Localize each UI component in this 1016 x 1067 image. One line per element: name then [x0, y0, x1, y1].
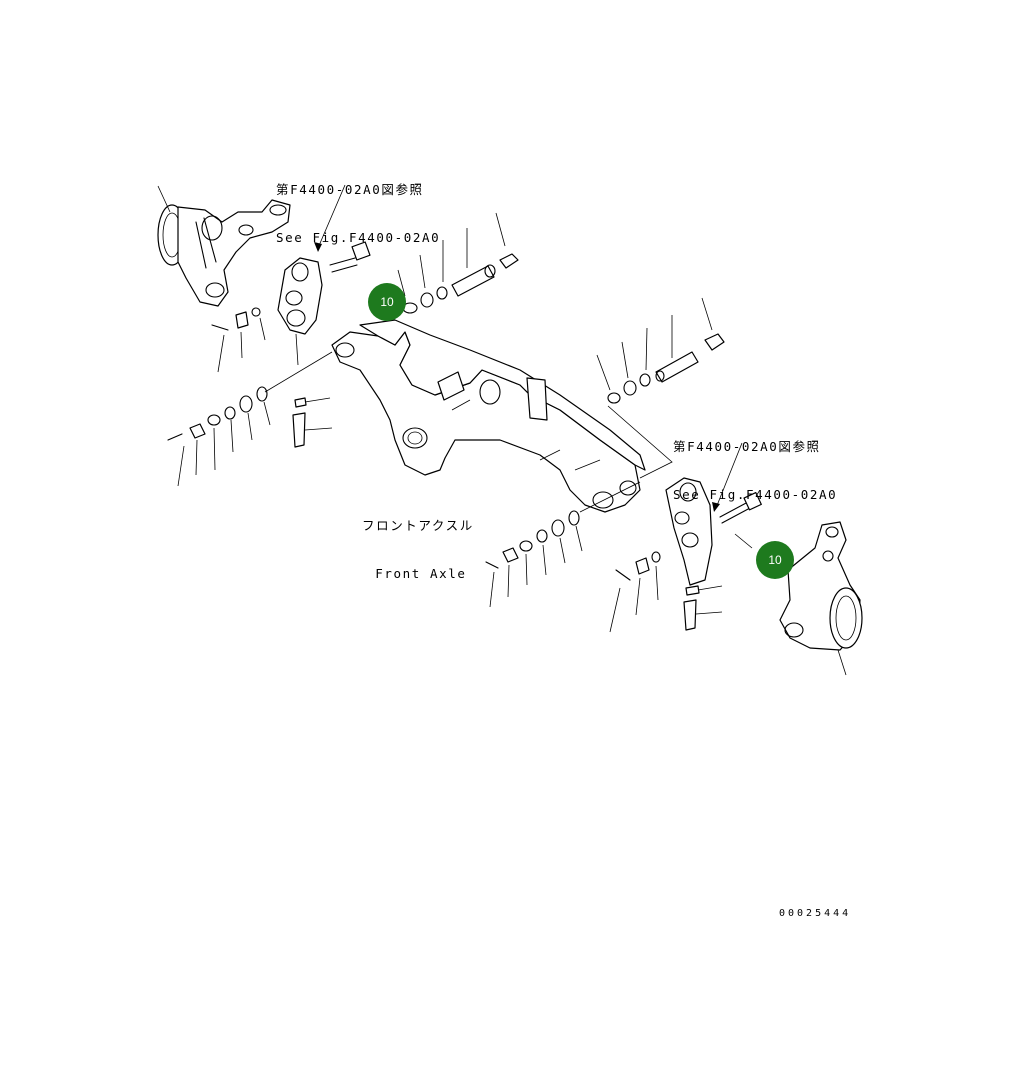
left-steering-knuckle	[157, 185, 291, 307]
reference-note-1-en: See Fig.F4400-02A0	[276, 230, 441, 245]
reference-note-2-jp: 第F4400-02A0図参照	[673, 439, 821, 454]
front-axle-label: フロントアクスル Front Axle	[362, 486, 474, 614]
lower-right-pin-set	[485, 481, 661, 633]
reference-note-1-jp: 第F4400-02A0図参照	[276, 182, 424, 197]
front-axle-beam	[331, 319, 646, 513]
front-axle-label-en: Front Axle	[375, 566, 467, 581]
left-bracket	[277, 257, 323, 366]
reference-note-2: 第F4400-02A0図参照 See Fig.F4400-02A0	[673, 407, 837, 535]
reference-leader-1	[317, 184, 346, 249]
document-number: 00025444	[779, 908, 852, 919]
reference-arrow-2	[712, 502, 720, 512]
part-callout-10-left[interactable]: 10	[368, 283, 406, 321]
reference-leader-2	[715, 442, 743, 509]
lower-left-pin-set	[167, 307, 333, 487]
front-axle-label-jp: フロントアクスル	[362, 518, 474, 533]
right-bracket	[665, 477, 762, 631]
right-steering-knuckle	[779, 521, 863, 676]
upper-right-pin-set	[596, 297, 725, 479]
reference-note-1: 第F4400-02A0図参照 See Fig.F4400-02A0	[276, 150, 440, 278]
part-callout-10-right[interactable]: 10	[756, 541, 794, 579]
reference-note-2-en: See Fig.F4400-02A0	[673, 487, 838, 502]
reference-arrow-1	[314, 242, 322, 252]
